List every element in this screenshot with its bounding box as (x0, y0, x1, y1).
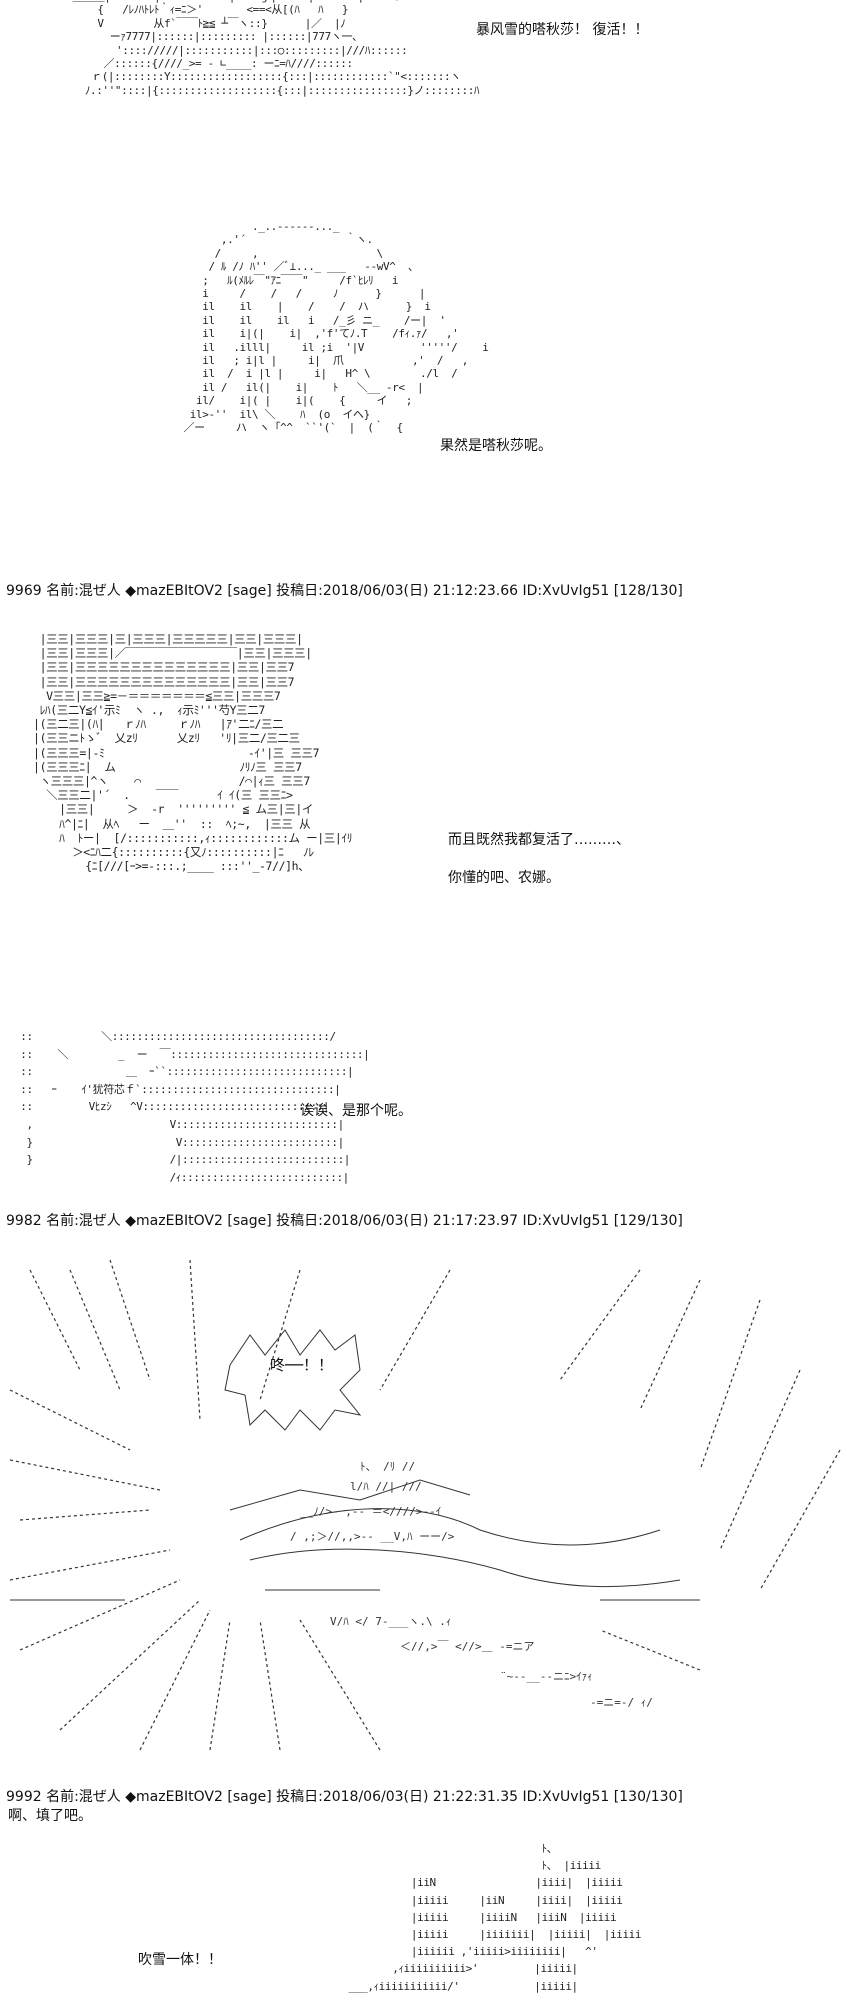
dialogue-line: 而且既然我都复活了………、 (448, 832, 630, 848)
dialogue-line: 你懂的吧、农娜。 (448, 870, 560, 886)
dialogue-line: 暴风雪的嗒秋莎！ 復活！！ (476, 22, 649, 38)
svg-text:l/ﾊ //| ///: l/ﾊ //| /// (350, 1480, 422, 1493)
impact-scene-art: ﾄ、 /ﾘ // l/ﾊ //| /// __ﾉ/>- ,-- ＝<////>-… (9, 1259, 841, 1751)
ascii-art-eye-closeup: :: ＼:::::::::::::::::::::::::::::::::::/… (20, 1030, 370, 1184)
ascii-art-character-hat: |三三|三三三|三|三三三|三三三三三|三三|三三三| |三三|三三三|／￣￣￣… (33, 632, 353, 874)
post-header: 9992 名前:混ぜ人 ◆mazEBItOV2 [sage] 投稿日:2018/… (6, 1789, 683, 1805)
svg-text:/ ,;＞//,,>-- __V,ﾊ ーー/>: / ,;＞//,,>-- __V,ﾊ ーー/> (290, 1530, 455, 1543)
dialogue-line: 果然是嗒秋莎呢。 (440, 438, 552, 454)
dialogue-line: 吹雪一体！！ (138, 1952, 222, 1968)
ascii-art-character-top: ＿＿＿|.::::::|:::::::::: |::::ｊ|:::::|::::… (72, 0, 480, 97)
ascii-art-battleship: ﾄ、 ﾄ、 |iiiii |iiN |iiii| |iiiii |iiiii |… (348, 1842, 642, 1993)
dialogue-line: 啊、填了吧。 (8, 1808, 92, 1824)
svg-text:-=ニ=-/ ｨ/: -=ニ=-/ ｨ/ (590, 1696, 653, 1709)
svg-text:＜//,>￣ <//>＿ -=ニア: ＜//,>￣ <//>＿ -=ニア (400, 1639, 534, 1653)
post-header: 9982 名前:混ぜ人 ◆mazEBItOV2 [sage] 投稿日:2018/… (6, 1213, 683, 1229)
svg-text:V/ﾊ </ 7-___ヽ.\ .ｨ: V/ﾊ </ 7-___ヽ.\ .ｨ (330, 1615, 451, 1628)
dialogue-line: 诶诶、是那个呢。 (300, 1103, 412, 1119)
ascii-art-character-long-hair: ._..------..._ ,.'´ ｀ヽ. / , \ / ﾙ /ﾉ ﾊ''… (183, 220, 489, 435)
svg-text:__ﾉ/>- ,-- ＝<////>--ｲ: __ﾉ/>- ,-- ＝<////>--ｲ (300, 1505, 441, 1518)
post-header: 9969 名前:混ぜ人 ◆mazEBItOV2 [sage] 投稿日:2018/… (6, 583, 683, 599)
svg-text:ﾄ、 /ﾘ //: ﾄ、 /ﾘ // (360, 1460, 415, 1473)
svg-text:¨~--__--ニﾆ>ｲｧｨ: ¨~--__--ニﾆ>ｲｧｨ (500, 1670, 593, 1683)
impact-sound-text: 咚──！！ (270, 1356, 334, 1374)
